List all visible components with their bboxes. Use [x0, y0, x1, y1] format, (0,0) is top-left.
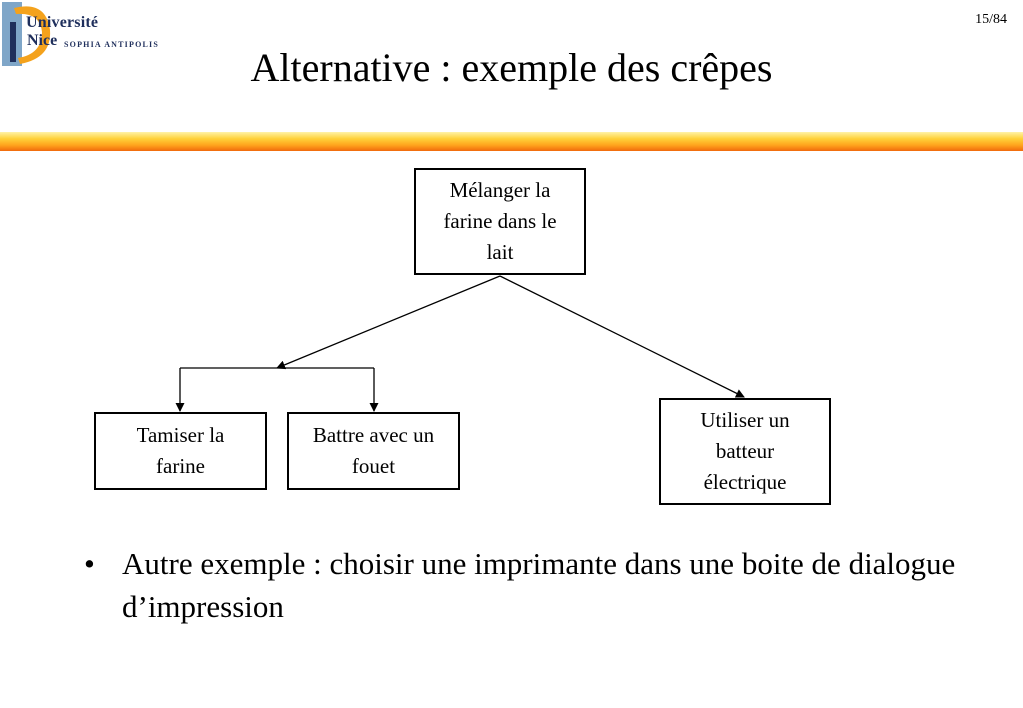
box-battre-text: Battre avec un fouet: [313, 420, 434, 482]
university-logo: Université Nice SOPHIA ANTIPOLIS: [0, 0, 180, 70]
box-battre-line: fouet: [351, 454, 396, 478]
box-batteur-text: Utiliser un batteur électrique: [700, 405, 789, 498]
box-tamiser: Tamiser la farine: [94, 412, 267, 490]
bullet-marker: •: [84, 546, 95, 581]
box-batteur: Utiliser un batteur électrique: [659, 398, 831, 505]
box-battre: Battre avec un fouet: [287, 412, 460, 490]
slide-title: Alternative : exemple des crêpes: [250, 45, 773, 90]
page-number: 15/84: [975, 12, 1007, 27]
box-melanger: Mélanger la farine dans le lait: [414, 168, 586, 275]
arrow-root-to-left-branch: [276, 275, 501, 370]
logo-emblem-icon: [2, 2, 51, 66]
logo-text-nice: Nice: [27, 32, 58, 49]
box-batteur-line: Utiliser un: [700, 408, 790, 432]
logo-text-universite: Université: [26, 14, 99, 31]
box-tamiser-text: Tamiser la farine: [137, 420, 225, 482]
box-melanger-text: Mélanger la farine dans le lait: [443, 175, 556, 268]
bullet-item: • Autre exemple : choisir une imprimante…: [84, 542, 964, 628]
box-melanger-line: lait: [486, 240, 514, 264]
bullet-text: Autre exemple : choisir une imprimante d…: [122, 546, 956, 624]
box-tamiser-line: Tamiser la: [136, 423, 225, 447]
box-batteur-line: batteur: [715, 439, 775, 463]
box-melanger-line: Mélanger la: [449, 178, 551, 202]
logo-text-sophia-antipolis: SOPHIA ANTIPOLIS: [64, 40, 160, 49]
arrow-root-to-right-box: [499, 275, 745, 398]
box-melanger-line: farine dans le: [443, 209, 557, 233]
box-battre-line: Battre avec un: [312, 423, 435, 447]
box-batteur-line: électrique: [703, 470, 787, 494]
header-divider-bar: [0, 132, 1023, 151]
box-tamiser-line: farine: [156, 454, 205, 478]
